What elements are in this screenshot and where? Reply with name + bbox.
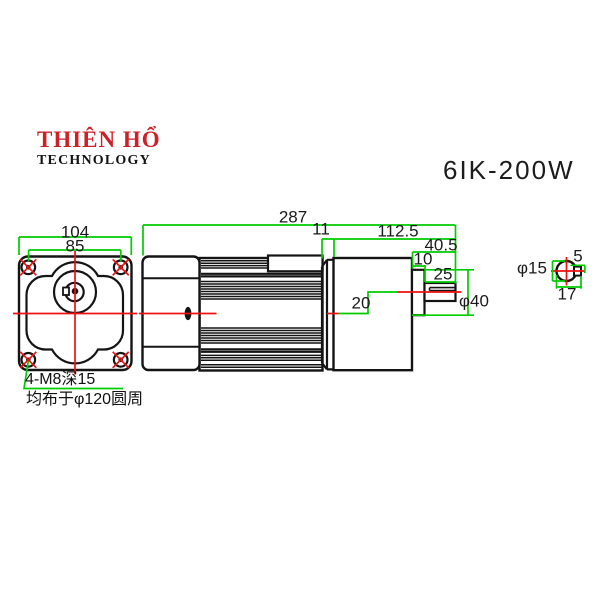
dim-overall-length: 287 xyxy=(278,207,308,227)
cooling-fins-heavy xyxy=(201,272,322,353)
model-number: 6IK-200W xyxy=(443,155,575,185)
dim-flange-width: 104 xyxy=(60,222,90,242)
front-plate xyxy=(320,258,334,371)
dim-shaft-section: 40.5 xyxy=(424,235,458,255)
flange-inner-outline xyxy=(25,261,125,365)
terminal-box xyxy=(266,254,324,273)
dim-gear-section: 112.5 xyxy=(377,221,419,241)
dim-boss-diameter: φ40 xyxy=(459,291,489,311)
cooling-fins xyxy=(201,260,322,368)
dim-key-across: 17 xyxy=(557,284,577,304)
dim-shaft-offset: 20 xyxy=(351,293,371,313)
dimension-lines xyxy=(18,224,586,390)
dim-key-width: 5 xyxy=(573,246,583,266)
logo-tagline: TECHNOLOGY xyxy=(37,153,151,169)
company-logo: THIÊN HỔ TECHNOLOGY xyxy=(37,127,161,169)
note-bolt-circle: 均布于φ120圆周 xyxy=(26,391,144,408)
note-mounting-holes: 4-M8深15 xyxy=(25,371,96,388)
dim-boss-length: 10 xyxy=(413,249,433,269)
shaft-keyway xyxy=(428,286,456,292)
dim-shaft-diameter: φ15 xyxy=(517,258,547,278)
rear-housing-joints xyxy=(142,277,200,348)
dim-hole-spacing: 85 xyxy=(65,236,85,256)
key-front xyxy=(62,286,70,296)
centerlines xyxy=(13,251,585,375)
logo-name: THIÊN HỔ xyxy=(37,127,161,152)
dim-motor-flange: 11 xyxy=(312,219,330,239)
dim-shaft-length: 25 xyxy=(433,264,453,284)
